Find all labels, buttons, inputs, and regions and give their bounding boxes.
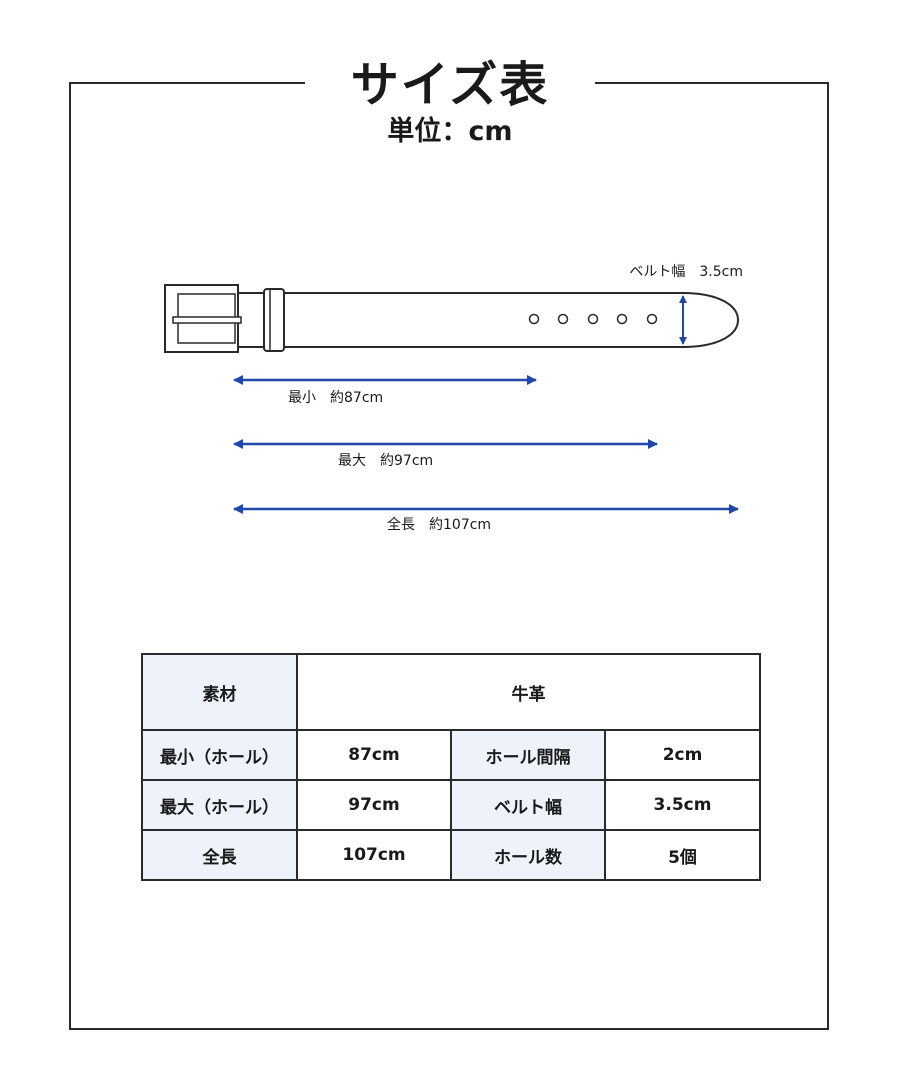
belt-hole — [616, 313, 628, 325]
spec-table: 素材 牛革 最小（ホール） 87cm ホール間隔 2cm 最大（ホール） 97c… — [141, 653, 761, 881]
belt-strap — [237, 292, 740, 348]
hole-spacing-value-cell: 2cm — [604, 729, 761, 781]
total-length-value-cell: 107cm — [296, 829, 452, 881]
buckle-icon — [164, 284, 242, 353]
table-row: 素材 牛革 — [141, 653, 761, 731]
belt-hole — [557, 313, 569, 325]
max-hole-value-cell: 97cm — [296, 779, 452, 831]
belt-keeper — [263, 288, 285, 352]
min-hole-value-cell: 87cm — [296, 729, 452, 781]
total-length-label: 全長 約107cm — [387, 516, 491, 533]
table-row: 最小（ホール） 87cm ホール間隔 2cm — [141, 729, 761, 781]
title-block: サイズ表 単位：cm — [305, 50, 595, 160]
belt-width-value-cell: 3.5cm — [604, 779, 761, 831]
belt-diagram: ベルト幅 3.5cm 最小 約87cm 最大 約97cm 全長 約107cm — [164, 264, 743, 533]
min-length-label: 最小 約87cm — [288, 390, 383, 406]
width-label: ベルト幅 3.5cm — [629, 264, 743, 280]
max-hole-label-cell: 最大（ホール） — [141, 779, 298, 831]
min-hole-label-cell: 最小（ホール） — [141, 729, 298, 781]
material-label-cell: 素材 — [141, 653, 298, 731]
max-length-label: 最大 約97cm — [338, 453, 433, 469]
material-value-cell: 牛革 — [296, 653, 761, 731]
belt-hole — [587, 313, 599, 325]
total-length-label-cell: 全長 — [141, 829, 298, 881]
belt-holes — [528, 313, 658, 325]
belt-hole — [528, 313, 540, 325]
page-title: サイズ表 — [350, 57, 550, 113]
hole-count-value-cell: 5個 — [604, 829, 761, 881]
unit-label: 単位：cm — [387, 116, 513, 147]
belt-hole — [646, 313, 658, 325]
table-row: 全長 107cm ホール数 5個 — [141, 829, 761, 881]
hole-count-label-cell: ホール数 — [450, 829, 606, 881]
belt-width-label-cell: ベルト幅 — [450, 779, 606, 831]
table-row: 最大（ホール） 97cm ベルト幅 3.5cm — [141, 779, 761, 831]
hole-spacing-label-cell: ホール間隔 — [450, 729, 606, 781]
